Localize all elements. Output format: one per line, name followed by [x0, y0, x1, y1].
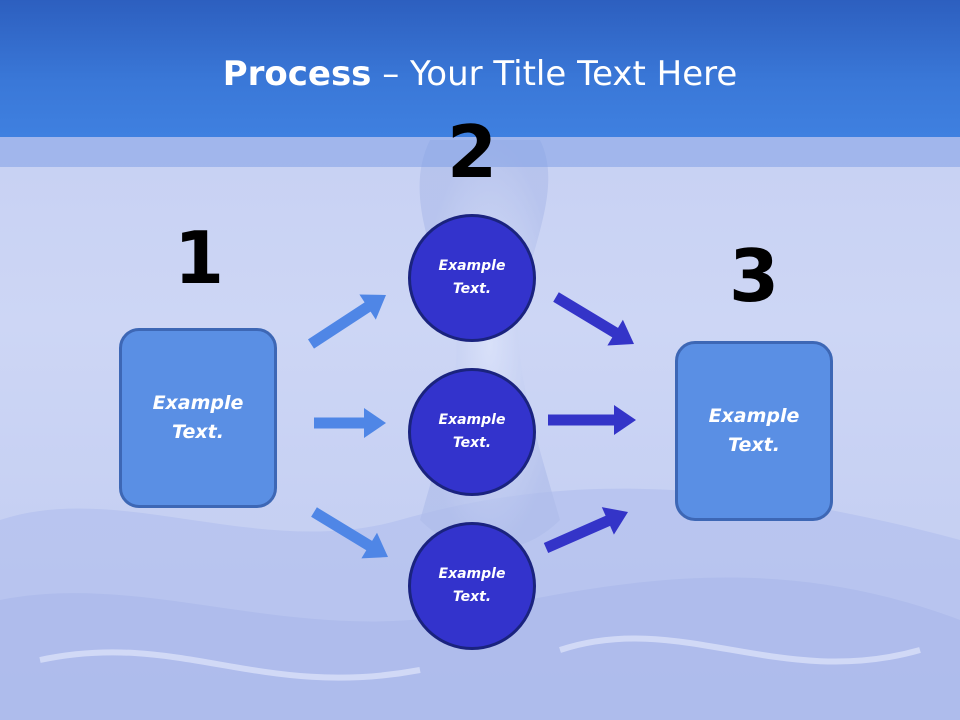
step-2-circle-top: Example Text.	[408, 214, 536, 342]
step-1-text: Example Text.	[152, 392, 244, 443]
step-2-circle-bottom-text: Example Text.	[438, 566, 506, 605]
step-2-circle-top-text: Example Text.	[438, 258, 506, 297]
slide-title: Process – Your Title Text Here	[0, 54, 960, 94]
step-number-3: 3	[728, 234, 780, 318]
arrow-middle-to-3	[548, 405, 636, 435]
step-2-circle-bottom: Example Text.	[408, 522, 536, 650]
step-3-box: Example Text.	[675, 341, 833, 521]
arrow-1-to-bottom	[311, 507, 388, 559]
title-banner-band	[0, 137, 960, 167]
step-2-circle-middle-text: Example Text.	[438, 412, 506, 451]
arrow-1-to-middle	[314, 408, 386, 438]
step-3-text: Example Text.	[708, 405, 800, 456]
step-2-circle-middle: Example Text.	[408, 368, 536, 496]
title-bold: Process	[222, 54, 372, 94]
title-rest: – Your Title Text Here	[371, 54, 738, 94]
arrow-top-to-3	[553, 292, 634, 346]
title-banner	[0, 0, 960, 137]
arrow-1-to-top	[308, 294, 386, 349]
step-number-1: 1	[173, 216, 225, 300]
arrow-bottom-to-3	[543, 507, 628, 553]
step-number-2: 2	[446, 110, 498, 194]
step-1-box: Example Text.	[119, 328, 277, 508]
